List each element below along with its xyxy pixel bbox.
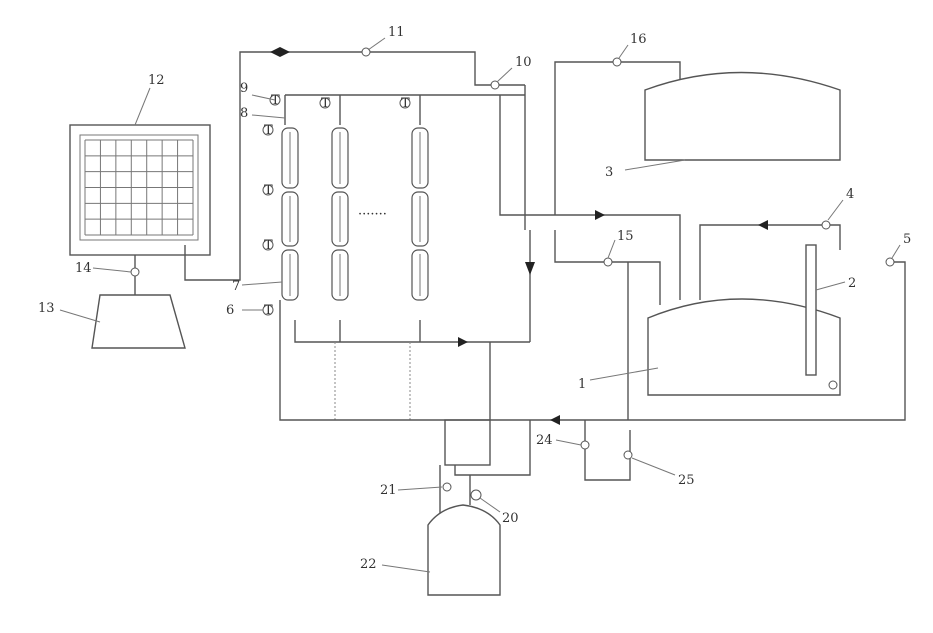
thermometer-t3: T	[263, 238, 273, 253]
valve-21	[443, 483, 451, 491]
valve-10	[491, 81, 499, 89]
label-5: 5	[903, 232, 911, 247]
flow-arrow-right-1	[595, 210, 605, 220]
valve-16	[613, 58, 621, 66]
label-16: 16	[630, 32, 647, 47]
solar-panel	[70, 125, 210, 255]
label-6: 6	[226, 303, 234, 318]
valve-25	[624, 451, 632, 459]
label-11: 11	[388, 25, 405, 40]
label-20: 20	[502, 511, 519, 526]
tank-22	[428, 505, 500, 595]
pipe-15	[555, 230, 660, 305]
tank-3	[645, 73, 840, 161]
svg-text:T: T	[264, 303, 273, 318]
valve-4	[822, 221, 830, 229]
thermometer-6: T	[263, 303, 273, 318]
label-15: 15	[617, 229, 634, 244]
thermometer-t1: T	[263, 123, 273, 138]
feed-to-tank	[500, 95, 640, 215]
thermometer-col3: T	[400, 96, 410, 111]
heating-rod-2	[806, 245, 816, 375]
label-4: 4	[846, 187, 854, 202]
label-8: 8	[240, 106, 248, 121]
label-7: 7	[232, 279, 240, 294]
thermometer-t2: T	[263, 183, 273, 198]
flow-arrow-left-2	[550, 415, 560, 425]
collector-tubes	[282, 128, 428, 300]
valve-15	[604, 258, 612, 266]
flow-arrow-down	[525, 262, 535, 275]
label-10: 10	[515, 55, 532, 70]
svg-text:T: T	[321, 96, 330, 111]
svg-text:T: T	[401, 96, 410, 111]
svg-text:T: T	[264, 238, 273, 253]
svg-text:T: T	[271, 93, 280, 108]
valve-14	[131, 268, 139, 276]
label-14: 14	[75, 261, 92, 276]
valve-24	[581, 441, 589, 449]
rod-valve	[829, 381, 837, 389]
valve-20	[471, 490, 481, 500]
thermometer-9: T	[270, 93, 280, 108]
thermometer-col2: T	[320, 96, 330, 111]
pipe-20-loop	[455, 420, 530, 475]
return-line-11	[300, 52, 525, 85]
svg-text:T: T	[264, 123, 273, 138]
label-13: 13	[38, 301, 55, 316]
pipe-24-25	[585, 420, 630, 480]
label-12: 12	[148, 73, 165, 88]
label-24: 24	[536, 433, 553, 448]
label-25: 25	[678, 473, 695, 488]
heat-exchanger	[445, 420, 490, 465]
svg-text:T: T	[264, 183, 273, 198]
label-2: 2	[848, 276, 856, 291]
label-9: 9	[240, 81, 248, 96]
label-22: 22	[360, 557, 377, 572]
label-1: 1	[578, 377, 586, 392]
flow-arrow-right-2	[458, 337, 468, 347]
flow-arrow-top	[270, 47, 290, 57]
valve-5	[886, 258, 894, 266]
pump-base-13	[92, 295, 185, 348]
bottom-collection-line	[295, 320, 530, 342]
label-21: 21	[380, 483, 397, 498]
tube-ellipsis: ·······	[358, 207, 387, 222]
flow-arrow-left-1	[758, 220, 768, 230]
label-3: 3	[605, 165, 613, 180]
